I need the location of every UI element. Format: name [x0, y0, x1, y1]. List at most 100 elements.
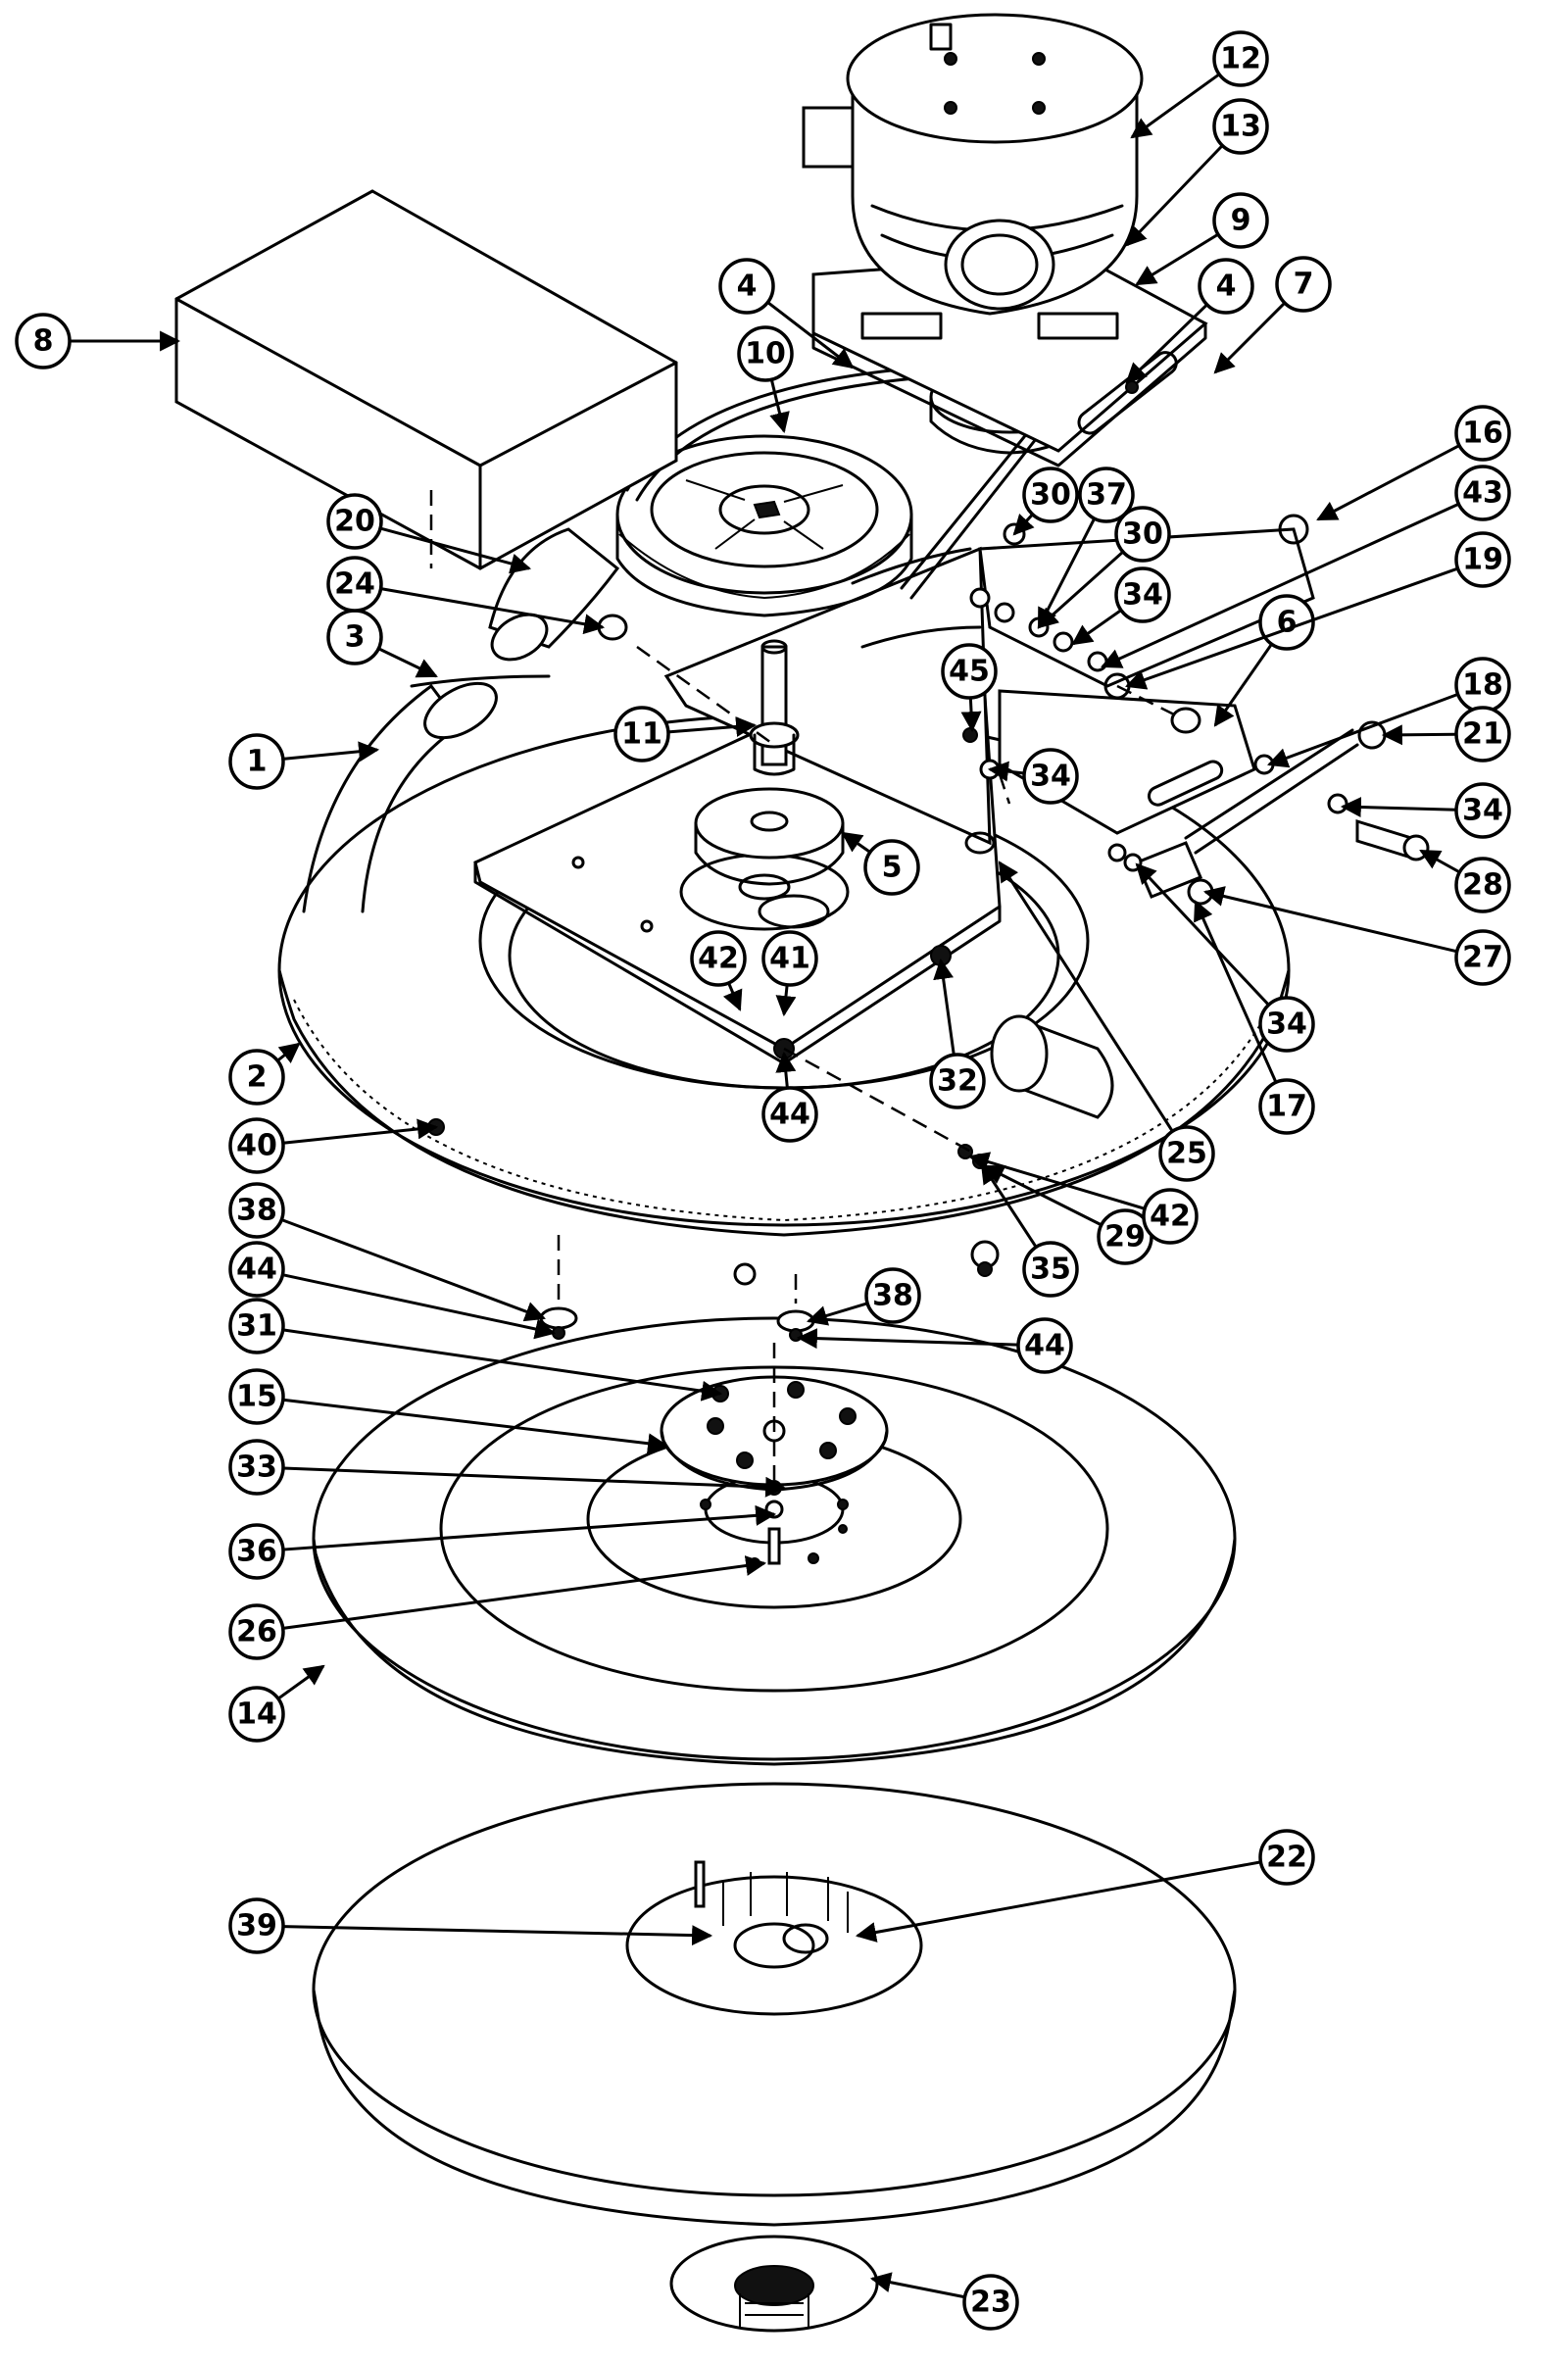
callout-number: 44 — [1024, 1329, 1065, 1363]
callout-29: 29 — [983, 1164, 1153, 1265]
pad-driver-disc — [312, 1782, 1237, 2227]
callout-34: 34 — [1071, 566, 1171, 646]
callout-number: 20 — [334, 505, 375, 539]
callout-number: 41 — [769, 942, 810, 976]
callout-number: 40 — [236, 1129, 277, 1163]
vacuum-elbow — [488, 527, 628, 662]
callout-22: 22 — [855, 1829, 1315, 1943]
callout-leader — [960, 697, 982, 733]
callout-number: 12 — [1220, 42, 1261, 76]
callout-23: 23 — [869, 2272, 1019, 2331]
callout-number: 44 — [769, 1098, 810, 1132]
callout-35: 35 — [980, 1162, 1079, 1298]
callout-number: 11 — [621, 717, 662, 752]
callout-bubble — [1114, 566, 1171, 623]
callout-bubble — [228, 733, 285, 790]
callout-bubble — [929, 1053, 986, 1109]
callout-42: 42 — [967, 1152, 1199, 1245]
callout-leader — [277, 1664, 325, 1700]
callout-leader — [1071, 609, 1122, 646]
callout-42: 42 — [690, 930, 747, 1011]
callout-bubble — [1022, 467, 1079, 523]
callout-number: 2 — [247, 1060, 268, 1095]
tube-adapter — [990, 1014, 1114, 1119]
callout-number: 9 — [1231, 204, 1251, 238]
callout-leader — [1267, 692, 1459, 768]
callout-44: 44 — [761, 1051, 818, 1143]
callout-34: 34 — [987, 748, 1079, 805]
callout-bubble — [228, 1298, 285, 1354]
callout-leader — [282, 1466, 787, 1498]
callout-number: 38 — [236, 1194, 277, 1228]
callout-bubble — [1022, 1241, 1079, 1298]
callout-leader — [1130, 73, 1220, 139]
callout-leader — [775, 984, 797, 1017]
bracket-hardware — [962, 522, 1108, 780]
callout-leader — [282, 1118, 439, 1145]
callout-bubble — [1454, 405, 1511, 462]
callout-leader — [1135, 862, 1270, 1007]
callout-5: 5 — [841, 831, 920, 896]
callout-bubble — [1258, 594, 1315, 651]
callout-number: 34 — [1122, 578, 1163, 613]
callout-17: 17 — [1194, 900, 1315, 1135]
callout-number: 35 — [1030, 1253, 1071, 1287]
callout-33: 33 — [228, 1439, 787, 1498]
callout-leader — [282, 1328, 723, 1402]
callout-bubble — [228, 1182, 285, 1239]
callout-leader — [1381, 724, 1457, 746]
callout-9: 9 — [1135, 192, 1269, 286]
callout-leader — [869, 2272, 965, 2299]
callout-leader — [1202, 886, 1458, 954]
callout-1: 1 — [228, 733, 380, 790]
callout-leader — [766, 301, 855, 369]
callout-39: 39 — [228, 1897, 713, 1954]
callout-30: 30 — [1012, 467, 1079, 536]
callout-number: 16 — [1462, 417, 1503, 451]
callout-number: 1 — [247, 745, 268, 779]
callout-bubble — [1198, 258, 1254, 315]
callout-bubble — [1258, 996, 1315, 1053]
callout-4: 4 — [1125, 258, 1254, 384]
callout-bubble — [1275, 256, 1332, 313]
callout-bubble — [228, 1523, 285, 1580]
callout-13: 13 — [1125, 98, 1269, 247]
callout-number: 4 — [737, 270, 758, 304]
callout-21: 21 — [1381, 706, 1511, 763]
callout-41: 41 — [761, 930, 818, 1017]
callout-leader — [377, 647, 438, 678]
callout-number: 6 — [1277, 606, 1298, 640]
callout-31: 31 — [228, 1298, 723, 1402]
callout-number: 31 — [236, 1309, 277, 1344]
callout-number: 29 — [1104, 1220, 1146, 1255]
callout-number: 22 — [1266, 1841, 1307, 1875]
callout-bubble — [228, 1897, 285, 1954]
callout-27: 27 — [1202, 886, 1511, 986]
callout-bubble — [1454, 465, 1511, 521]
callout-bubble — [863, 839, 920, 896]
callout-bubble — [1454, 929, 1511, 986]
callout-leader — [775, 1051, 797, 1089]
callout-bubble — [228, 1368, 285, 1425]
callout-leader — [1125, 566, 1459, 690]
callout-bubble — [228, 1603, 285, 1660]
callout-bubble — [1016, 1317, 1073, 1374]
callout-number: 19 — [1462, 543, 1503, 577]
callout-4: 4 — [718, 258, 855, 369]
callout-leader — [1037, 517, 1097, 629]
callout-leader — [1125, 303, 1208, 384]
callout-number: 25 — [1166, 1137, 1207, 1171]
callout-25: 25 — [998, 861, 1215, 1182]
callout-bubble — [1022, 748, 1079, 805]
callout-12: 12 — [1130, 30, 1269, 139]
callout-38: 38 — [806, 1267, 921, 1326]
callout-bubble — [718, 258, 775, 315]
callout-bubble — [962, 2274, 1019, 2331]
callout-leader — [1125, 144, 1224, 247]
callout-number: 30 — [1122, 517, 1163, 552]
callout-3: 3 — [326, 609, 438, 678]
callout-leader — [722, 982, 743, 1011]
callout-20: 20 — [326, 493, 532, 574]
callout-number: 15 — [236, 1380, 277, 1414]
callout-19: 19 — [1125, 531, 1511, 690]
